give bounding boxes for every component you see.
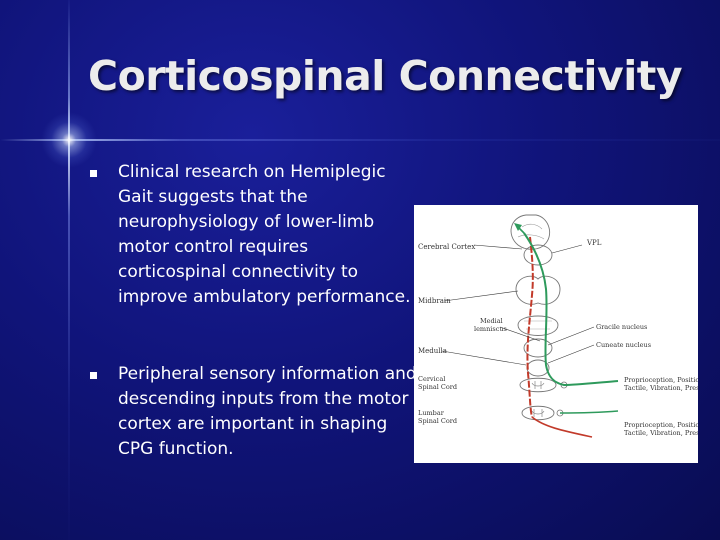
- lumbar-cord-outline: [521, 405, 555, 421]
- lumbar-gray-matter: [531, 409, 545, 417]
- leader-line: [473, 244, 523, 250]
- label-proprioception-lumbar: Proprioception, Position: [624, 421, 698, 429]
- label-medial-lemniscus: Medial: [480, 317, 503, 325]
- leader-line: [547, 344, 595, 364]
- leader-line: [547, 326, 595, 346]
- thalamus-outline: [523, 244, 553, 266]
- square-bullet-icon: [90, 372, 97, 379]
- descending-tract-line: [526, 236, 534, 418]
- medulla-upper-outline: [523, 338, 553, 358]
- pathway-diagram-svg: Cerebral Cortex VPL Midbrain Medial lemn…: [418, 214, 698, 438]
- label-gracile-nucleus: Gracile nucleus: [596, 323, 647, 331]
- cervical-cord-outline: [519, 377, 557, 393]
- ascending-arrowhead-icon: [514, 223, 522, 231]
- lumbar-afferent-line: [559, 410, 619, 414]
- label-medulla: Medulla: [418, 347, 447, 355]
- label-cervical-spinal-cord: Spinal Cord: [418, 383, 457, 391]
- label-proprioception-cervical: Proprioception, Position: [624, 376, 698, 384]
- descending-output-line: [531, 416, 593, 438]
- label-tactile-lumbar: Tactile, Vibration, Pressure: [624, 429, 698, 437]
- bullet-item: Clinical research on Hemiplegic Gait sug…: [90, 160, 418, 310]
- pathway-diagram: Cerebral Cortex VPL Midbrain Medial lemn…: [414, 205, 698, 463]
- bullet-text: Clinical research on Hemiplegic Gait sug…: [118, 162, 411, 307]
- leader-line: [443, 290, 519, 302]
- label-lumbar-spinal-cord: Lumbar: [418, 409, 445, 417]
- label-midbrain: Midbrain: [418, 297, 451, 305]
- bullet-item: Peripheral sensory information and desce…: [90, 362, 418, 462]
- flare-vertical-line: [68, 0, 70, 540]
- label-vpl: VPL: [586, 239, 602, 247]
- leader-line: [441, 350, 527, 366]
- leader-line: [551, 244, 583, 254]
- bullet-text: Peripheral sensory information and desce…: [118, 364, 417, 459]
- label-tactile-cervical: Tactile, Vibration, Pressure: [624, 384, 698, 392]
- cervical-gray-matter: [531, 381, 545, 389]
- square-bullet-icon: [90, 170, 97, 177]
- leader-line: [499, 326, 541, 342]
- label-medial-lemniscus: lemniscus: [474, 325, 507, 333]
- label-cervical-spinal-cord: Cervical: [418, 375, 445, 383]
- cortex-gyri: [517, 223, 545, 240]
- label-cerebral-cortex: Cerebral Cortex: [418, 243, 475, 251]
- ascending-tract-line: [523, 232, 619, 387]
- label-lumbar-spinal-cord: Spinal Cord: [418, 417, 457, 425]
- flare-star-icon: [41, 112, 97, 168]
- slide-title: Corticospinal Connectivity: [88, 52, 683, 100]
- midbrain-outline: [515, 275, 561, 305]
- flare-horizontal-line: [0, 139, 720, 141]
- label-cuneate-nucleus: Cuneate nucleus: [596, 341, 651, 349]
- pons-outline: [517, 315, 559, 336]
